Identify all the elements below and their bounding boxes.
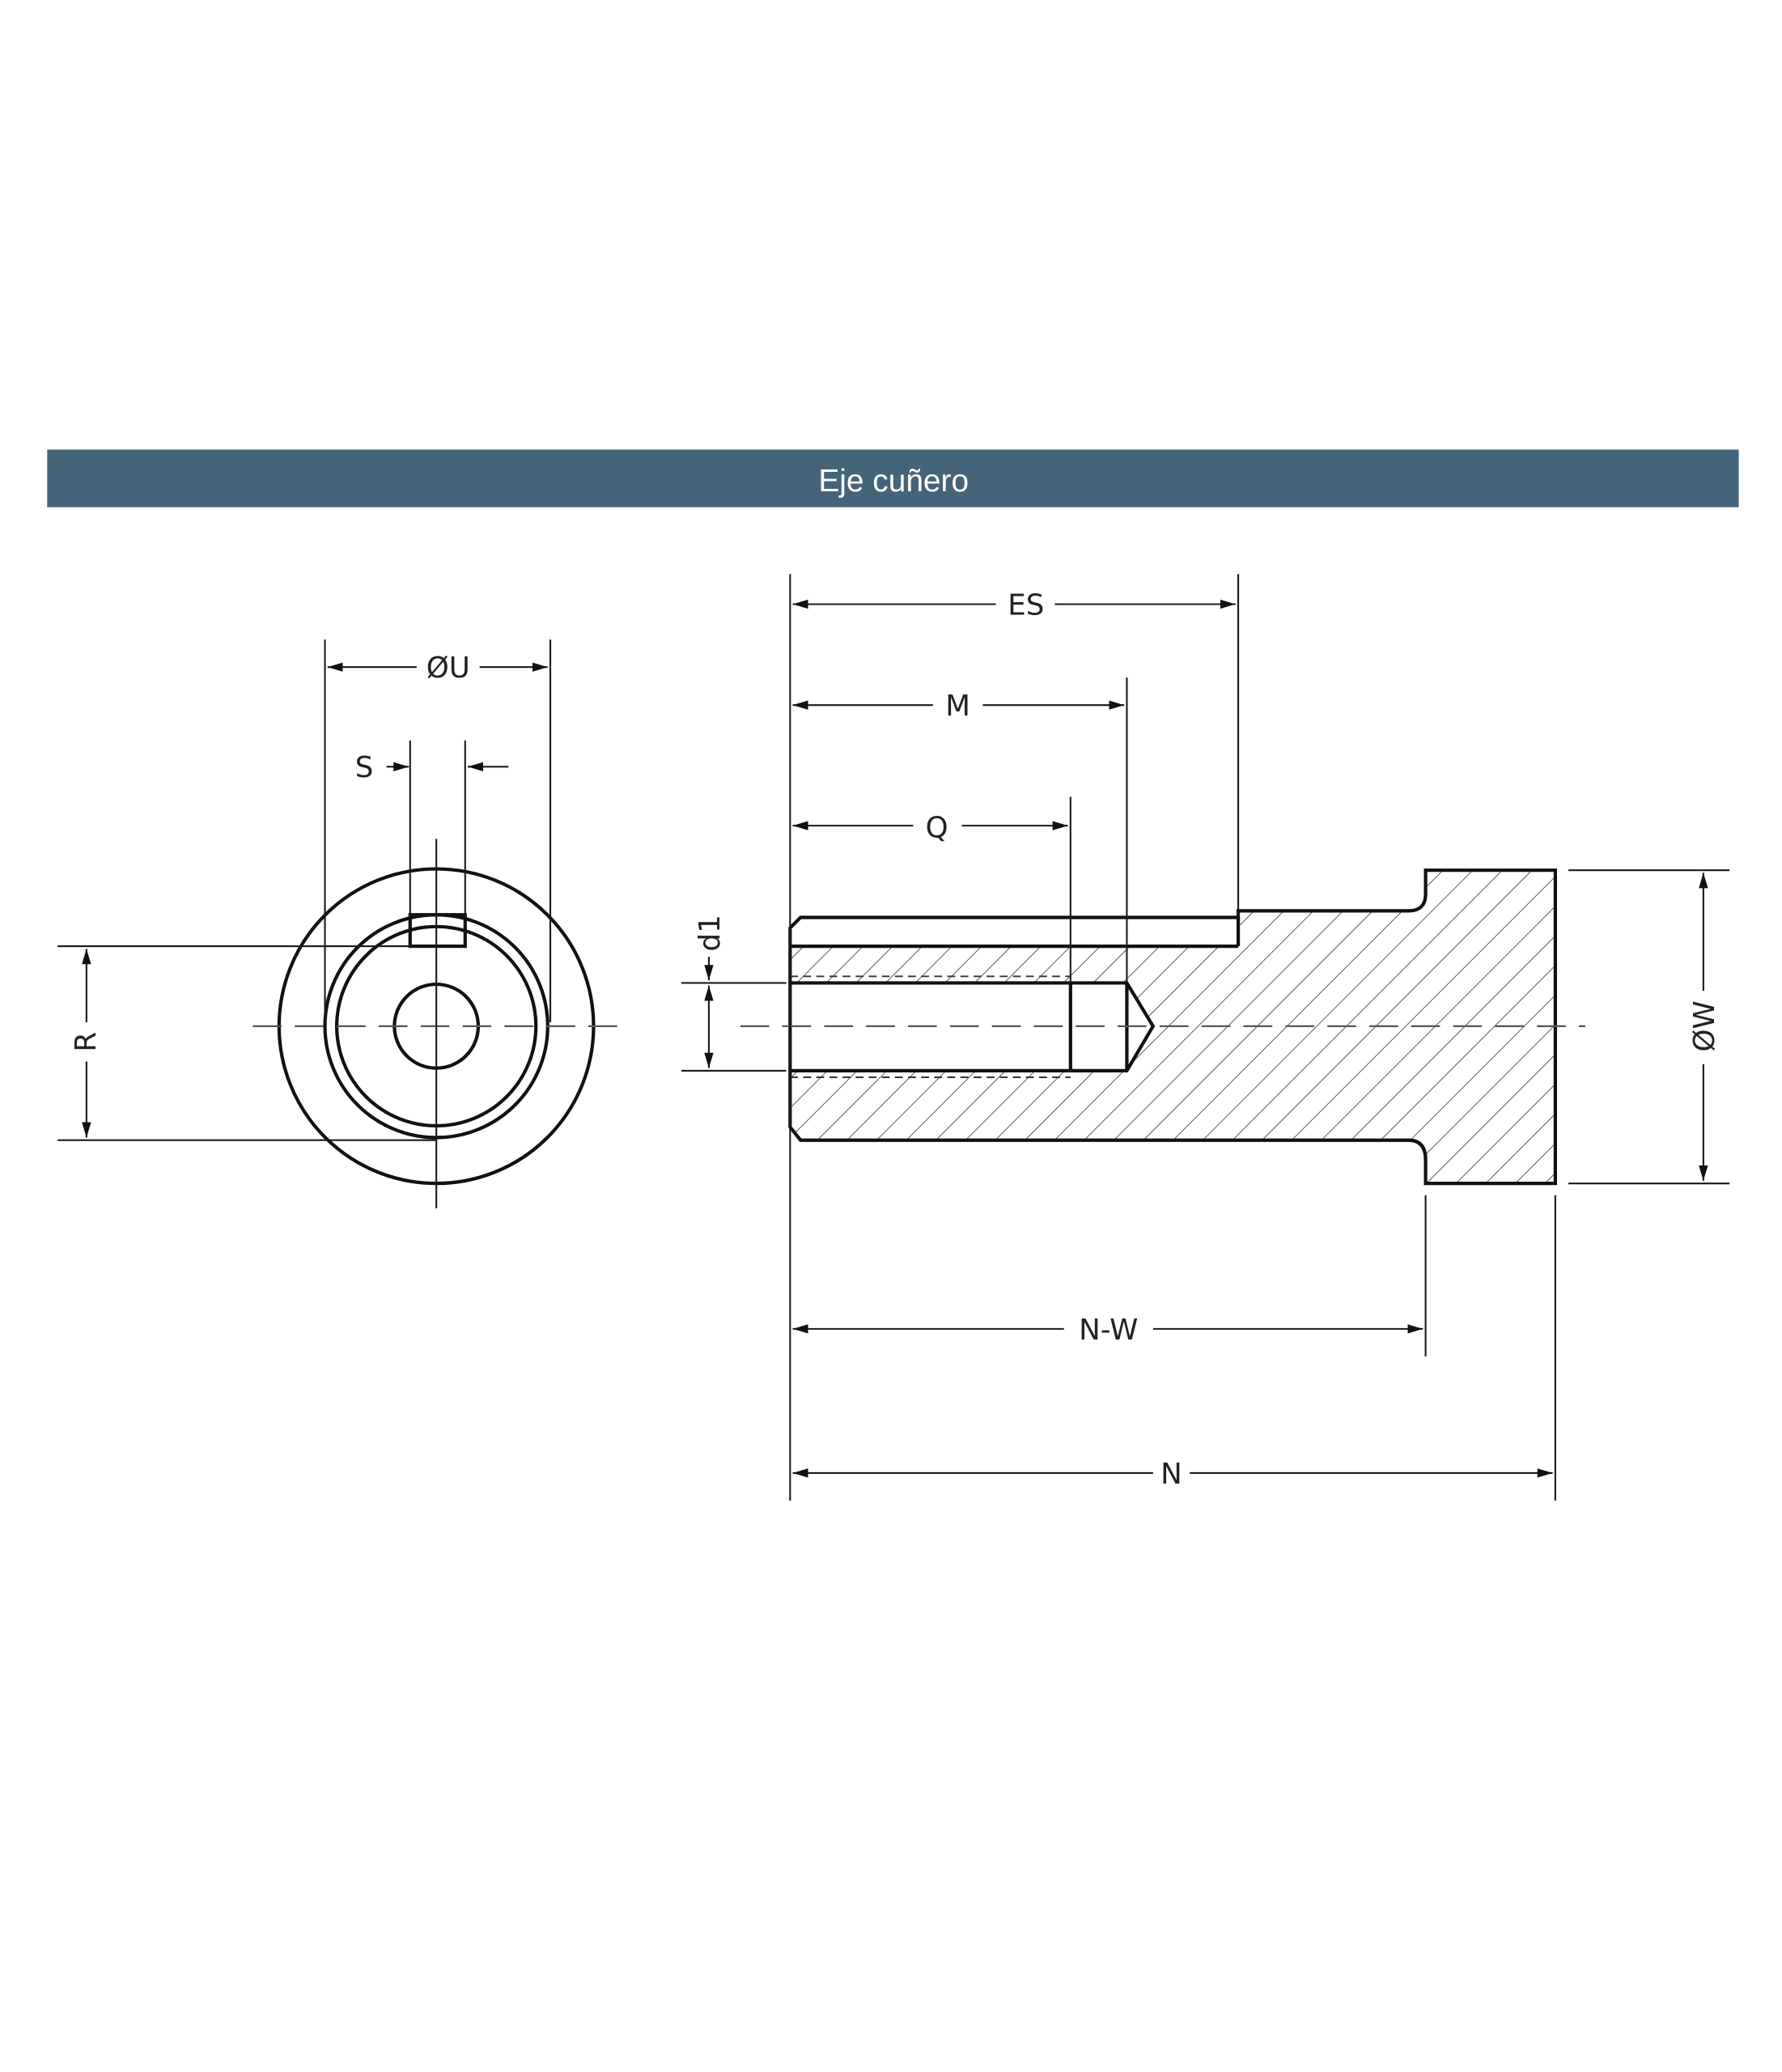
side-view: ES M Q d1 ØW N-W N <box>681 574 1730 1501</box>
label-q: Q <box>926 812 948 845</box>
label-es: ES <box>1008 588 1044 622</box>
header-title: Eje cuñero <box>818 464 969 499</box>
keyway <box>408 913 467 949</box>
label-m: M <box>945 690 970 723</box>
label-s: S <box>355 751 374 784</box>
front-view: ØU S R <box>57 639 620 1208</box>
label-diameter-w: ØW <box>1688 1000 1721 1051</box>
label-diameter-u: ØU <box>426 652 470 685</box>
label-r: R <box>70 1032 103 1052</box>
label-n-minus-w: N-W <box>1079 1314 1138 1347</box>
label-d1: d1 <box>694 915 727 951</box>
header-bar: Eje cuñero <box>47 449 1739 507</box>
label-n: N <box>1160 1458 1182 1491</box>
shaft-outline <box>788 868 1557 1186</box>
